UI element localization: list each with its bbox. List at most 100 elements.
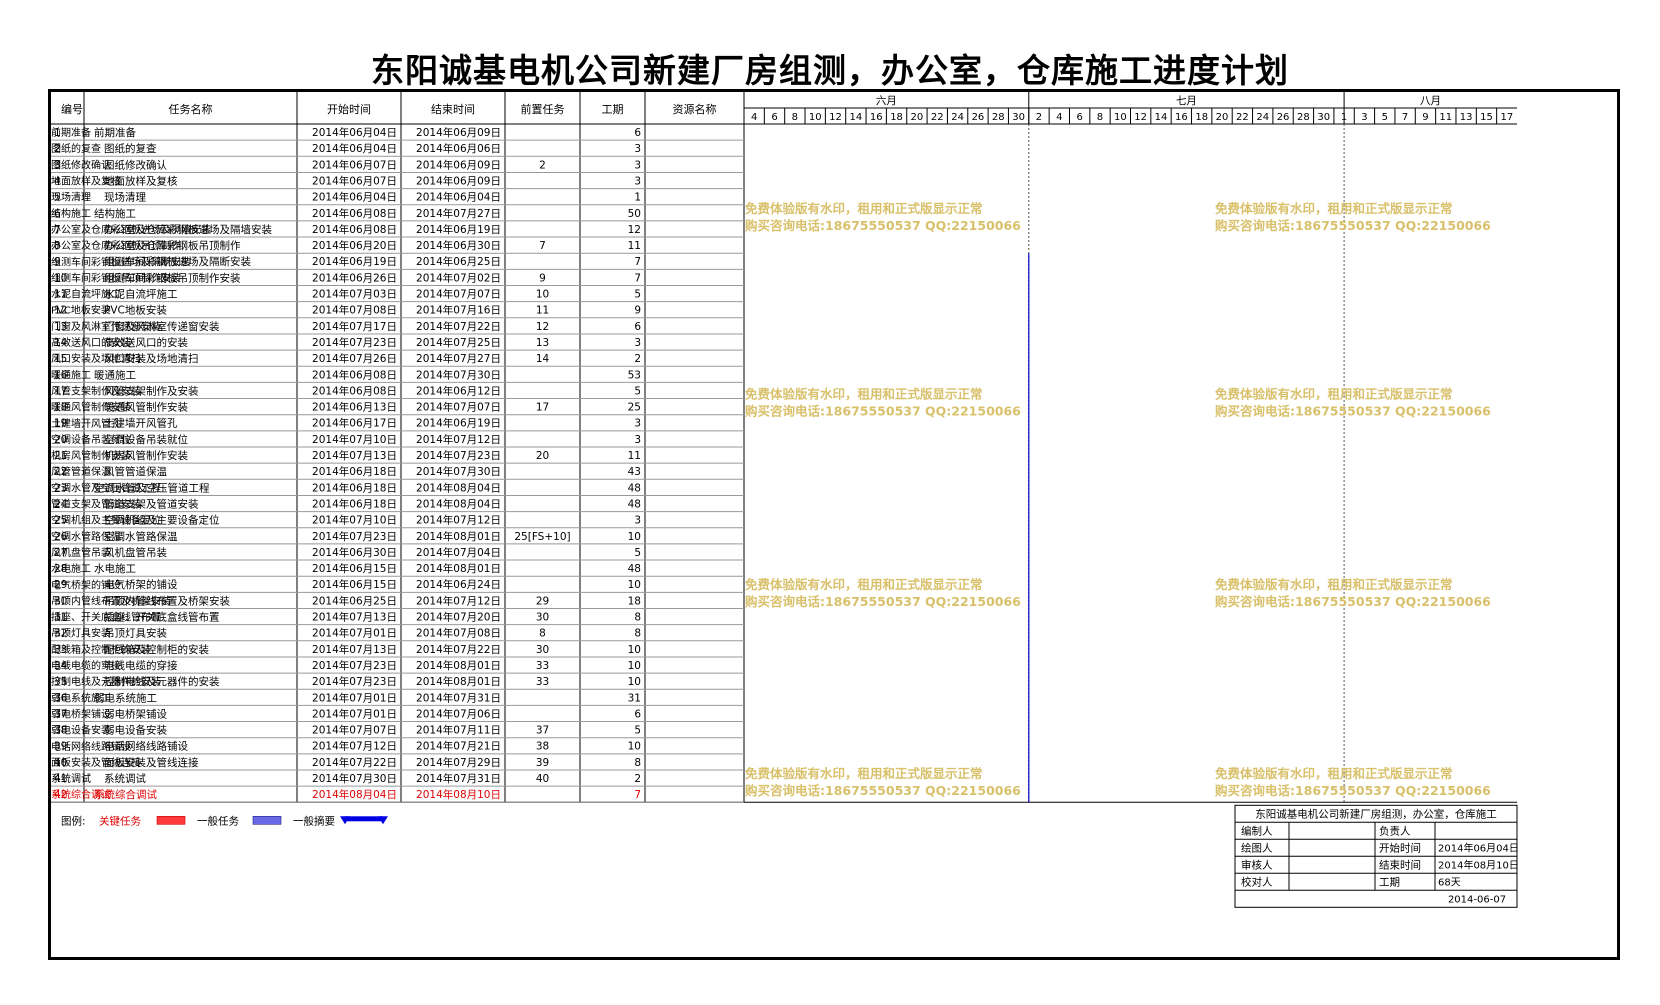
task-duration: 48 [628,563,641,575]
bar-label: 土建墙开风管孔 [51,417,121,430]
task-name: 机房风管制作安装 [104,449,188,462]
task-predecessor: 14 [536,353,550,365]
task-id: 10 [54,272,67,284]
task-end: 2014年08月01日 [416,659,501,672]
task-start: 2014年06月17日 [312,417,397,430]
bar-label: 现场清理 [51,191,91,204]
task-start: 2014年07月01日 [312,627,397,640]
day-label: 13 [1460,112,1473,123]
task-end: 2014年06月09日 [416,174,501,187]
day-label: 3 [1361,112,1367,123]
task-duration: 5 [634,725,641,737]
bar-label: 系统调试 [51,772,91,785]
day-label: 10 [1114,112,1127,123]
task-predecessor: 29 [536,595,549,607]
task-id: 7 [54,224,61,236]
task-name: 高效送风口的安装 [104,336,188,349]
task-start: 2014年06月18日 [312,497,397,510]
bar-label: 空调水管路保温 [51,530,121,543]
bar-label: 风机盘管吊装 [51,546,111,559]
watermark-text: 免费体验版有水印，租用和正式版显示正常 [1215,386,1453,401]
task-start: 2014年06月20日 [312,239,397,252]
bar-label: 电气桥架的铺设 [51,578,121,591]
task-duration: 3 [634,159,641,171]
legend-summary-label: 一般摘要 [293,814,335,827]
task-duration: 6 [634,127,641,139]
bar-label: 高效送风口的安装 [51,336,131,349]
bar-label: 门窗及风淋室传递窗安装 [51,320,161,333]
task-start: 2014年06月15日 [312,578,397,591]
bar-label: 管道支架及管道安装 [51,498,141,511]
task-name: 面板安装及管线连接 [104,756,199,769]
day-label: 7 [1402,112,1408,123]
legend-summary-cap [340,816,350,825]
task-name: 风机盘管吊装 [104,546,167,559]
column-header: 前置任务 [521,102,565,116]
task-name: 控制电线及元器件的安装 [104,675,220,688]
task-duration: 3 [634,337,641,349]
task-name: 图纸的复查 [104,142,157,155]
task-predecessor: 7 [539,240,546,252]
task-name: 结构施工 [94,207,136,220]
watermark-text: 购买咨询电话:18675550537 QQ:22150066 [745,403,1021,418]
day-label: 20 [1216,112,1229,123]
task-end: 2014年07月22日 [416,643,501,656]
task-id: 2 [54,143,61,155]
task-id: 30 [54,595,67,607]
task-end: 2014年06月24日 [416,578,501,591]
bar-label: 风口安装及场地清扫 [51,352,141,365]
task-id: 27 [54,547,67,559]
day-label: 26 [972,112,985,123]
task-duration: 3 [634,515,641,527]
task-end: 2014年06月19日 [416,417,501,430]
bar-label: 机房风管制作安装 [51,449,131,462]
task-end: 2014年07月11日 [416,724,501,737]
day-label: 24 [951,112,964,123]
task-name: 电气桥架的铺设 [104,578,178,591]
task-end: 2014年07月25日 [416,336,501,349]
task-id: 11 [54,289,67,301]
task-start: 2014年07月01日 [312,707,397,720]
info-label: 校对人 [1241,875,1273,888]
task-start: 2014年07月01日 [312,691,397,704]
info-label: 绘图人 [1241,841,1273,854]
task-duration: 2 [634,773,641,785]
watermark-text: 免费体验版有水印，租用和正式版显示正常 [745,386,983,401]
bar-label: 办公室及仓库彩钢板吊顶制作 [51,239,181,252]
watermark-text: 购买咨询电话:18675550537 QQ:22150066 [745,783,1021,798]
bar-label: 前期准备 [51,126,91,139]
task-predecessor: 12 [536,321,549,333]
legend-critical-label: 关键任务 [99,814,141,827]
task-name: 空调设备吊装就位 [104,433,188,446]
task-name: 土建墙开风管孔 [104,417,178,430]
day-label: 24 [1256,112,1269,123]
task-start: 2014年07月23日 [312,530,397,543]
watermark-text: 购买咨询电话:18675550537 QQ:22150066 [745,594,1021,609]
month-label: 八月 [1420,95,1441,107]
task-predecessor: 30 [536,644,549,656]
task-id: 41 [54,773,67,785]
info-label: 负责人 [1379,824,1411,837]
task-predecessor: 37 [536,725,549,737]
day-label: 10 [809,112,822,123]
task-end: 2014年07月27日 [416,207,501,220]
info-label: 审核人 [1241,858,1273,871]
task-name: 系统调试 [104,772,146,785]
task-name: 暖通施工 [94,368,136,381]
task-duration: 12 [628,224,641,236]
column-header: 开始时间 [327,102,371,116]
task-duration: 6 [634,321,641,333]
task-name: 办公室及仓库彩钢板吊顶制作 [104,239,241,252]
task-name: 前期准备 [94,126,136,139]
column-header: 资源名称 [673,102,717,116]
task-name: 系统综合调试 [94,788,157,801]
task-duration: 1 [634,192,641,204]
bar-label: 组测车间彩钢板进场及隔断安装 [51,255,191,268]
task-predecessor: 13 [536,337,549,349]
task-duration: 8 [634,757,641,769]
task-name: 电线电缆的穿接 [104,659,178,672]
day-label: 5 [1382,112,1388,123]
task-id: 22 [54,466,67,478]
info-label: 结束时间 [1379,858,1421,871]
